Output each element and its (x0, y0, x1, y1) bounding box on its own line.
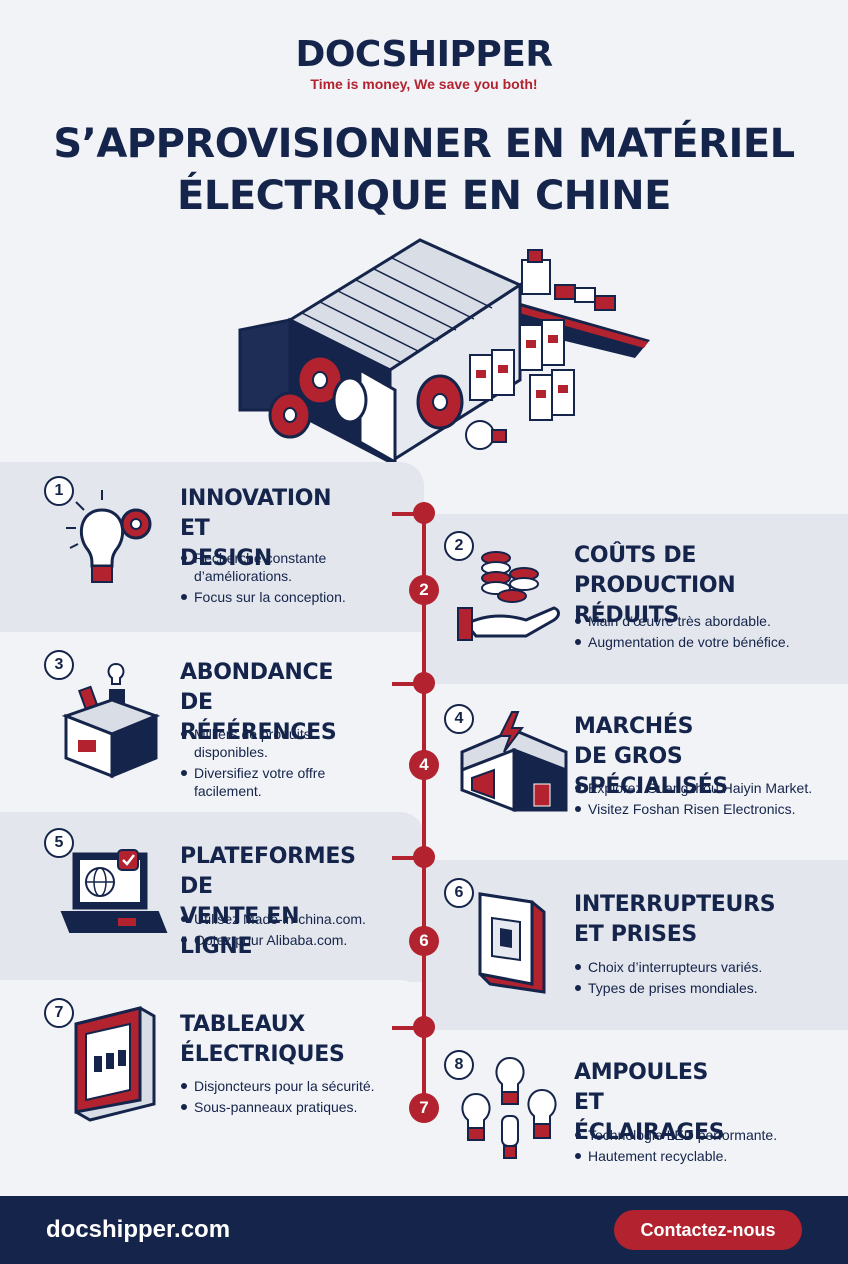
card-title: MARCHÉS DE GROS SPÉCIALISÉS (574, 714, 728, 799)
bullet-item: Recherche constante d’améliorations. (180, 549, 390, 585)
timeline-number: 2 (409, 575, 439, 605)
card-number-badge: 3 (44, 650, 74, 680)
bullet-item: Technologie LED performante. (574, 1126, 824, 1144)
lightbulb-gear-icon (66, 490, 152, 583)
bullet-item: Visitez Foshan Risen Electronics. (574, 800, 824, 818)
card-title: INNOVATION ET DESIGN (180, 486, 332, 571)
bullet-item: Utilisez Made-in-china.com. (180, 910, 400, 928)
warehouse-icon (460, 711, 568, 813)
card-bullets: Technologie LED performante. Hautement r… (574, 1126, 824, 1168)
card-title: ABONDANCE DE RÉFÉRENCES (180, 660, 337, 745)
cable-reels-icon (268, 354, 464, 439)
bullet-item: Hautement recyclable. (574, 1147, 824, 1165)
laptop-globe-icon (60, 849, 168, 933)
card-number-badge: 4 (444, 704, 474, 734)
bulbs-icon (461, 1056, 557, 1159)
bullet-item: Focus sur la conception. (180, 588, 390, 606)
card-bullets: Recherche constante d’améliorations. Foc… (180, 549, 390, 609)
logo[interactable]: DOCSHIPPER (295, 34, 553, 75)
lightbulb-icon (465, 420, 507, 450)
cargo-ship-icon (510, 249, 650, 358)
bullet-item: Disjoncteurs pour la sécurité. (180, 1077, 410, 1095)
bullet-item: Sous-panneaux pratiques. (180, 1098, 410, 1116)
light-switch-icon (478, 892, 546, 994)
card-bullets: Disjoncteurs pour la sécurité. Sous-pann… (180, 1077, 410, 1119)
title-line-2: ÉLECTRIQUE EN CHINE (177, 173, 671, 219)
timeline-line (422, 512, 426, 1122)
card-bullets: Milliers de produits disponibles. Divers… (180, 725, 380, 803)
timeline-number: 6 (409, 926, 439, 956)
card-title: COÛTS DE PRODUCTION RÉDUITS (574, 543, 736, 628)
card-title: INTERRUPTEURS ET PRISES (574, 892, 776, 947)
timeline-number: 7 (409, 1093, 439, 1123)
card-bullets: Choix d’interrupteurs variés. Types de p… (574, 958, 824, 1000)
page-title: S’APPROVISIONNER EN MATÉRIEL ÉLECTRIQUE … (0, 118, 848, 222)
card-bullets: Explorez Guangzhou Haiyin Market. Visite… (574, 779, 824, 821)
card-bullets: Main d’œuvre très abordable. Augmentatio… (574, 612, 834, 654)
bullet-item: Explorez Guangzhou Haiyin Market. (574, 779, 824, 797)
timeline-dot (413, 672, 435, 694)
open-box-icon (61, 662, 161, 779)
timeline-dot (413, 846, 435, 868)
header: DOCSHIPPER Time is money, We save you bo… (0, 0, 848, 230)
card-number-badge: 5 (44, 828, 74, 858)
title-line-1: S’APPROVISIONNER EN MATÉRIEL (53, 121, 795, 167)
container-ship-illustration (238, 238, 650, 462)
card-bullets: Utilisez Made-in-china.com. Optez pour A… (180, 910, 400, 952)
timeline-connector (392, 682, 426, 686)
footer: docshipper.com Contactez-nous (0, 1196, 848, 1264)
bullet-item: Choix d’interrupteurs variés. (574, 958, 824, 976)
bullet-item: Main d’œuvre très abordable. (574, 612, 834, 630)
card-number-badge: 7 (44, 998, 74, 1028)
timeline-dot (413, 1016, 435, 1038)
timeline-connector (392, 1026, 426, 1030)
timeline-number: 4 (409, 750, 439, 780)
card-number-badge: 6 (444, 878, 474, 908)
contact-button[interactable]: Contactez-nous (614, 1210, 802, 1250)
website-link[interactable]: docshipper.com (46, 1216, 231, 1243)
bullet-item: Types de prises mondiales. (574, 979, 824, 997)
timeline-connector (392, 512, 426, 516)
card-title: TABLEAUX ÉLECTRIQUES (180, 1012, 345, 1067)
card-title: AMPOULES ET ÉCLAIRAGES (574, 1060, 725, 1145)
bullet-item: Augmentation de votre bénéfice. (574, 633, 834, 651)
card-title: PLATEFORMES DE VENTE EN LIGNE (180, 844, 356, 959)
coins-hand-icon (457, 551, 560, 641)
tagline: Time is money, We save you both! (310, 76, 538, 92)
timeline-dot (413, 502, 435, 524)
bullet-item: Milliers de produits disponibles. (180, 725, 380, 761)
band-8 (424, 1030, 848, 1200)
bullet-item: Diversifiez votre offre facilement. (180, 764, 380, 800)
card-number-badge: 8 (444, 1050, 474, 1080)
card-number-badge: 1 (44, 476, 74, 506)
band-2 (424, 514, 848, 684)
electrical-panel-icon (74, 1006, 156, 1122)
timeline-connector (392, 856, 426, 860)
bullet-item: Optez pour Alibaba.com. (180, 931, 400, 949)
card-number-badge: 2 (444, 531, 474, 561)
